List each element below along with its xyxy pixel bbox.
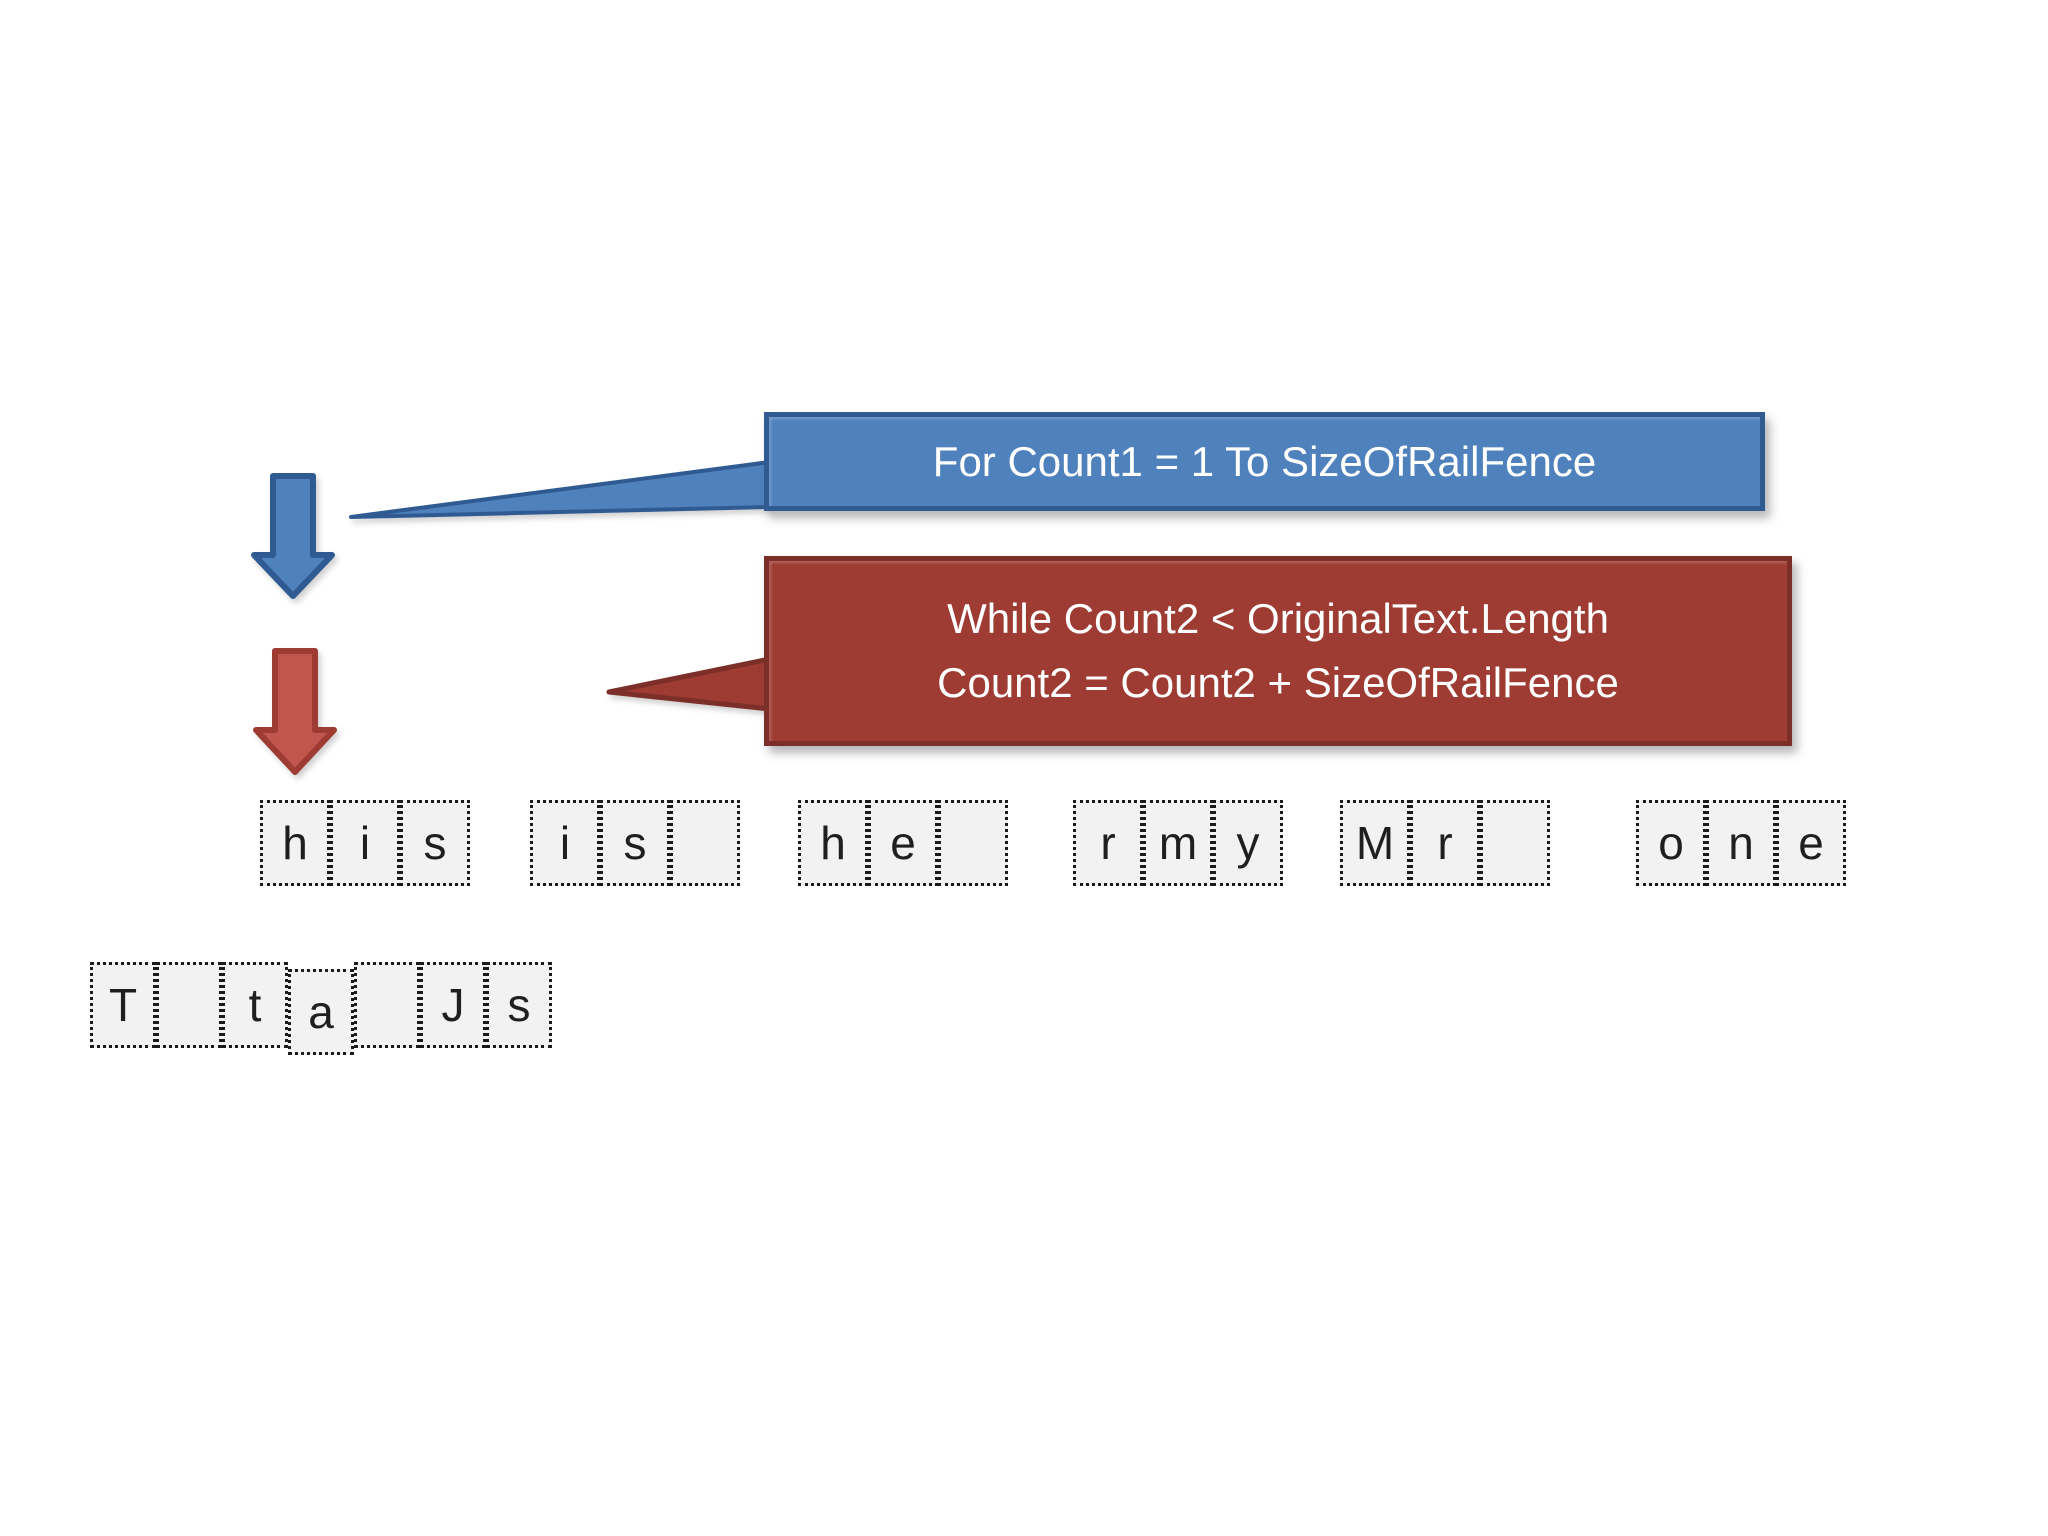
rail-cell [1480,800,1550,886]
rail-cell [938,800,1008,886]
blue-down-arrow-icon [251,473,335,599]
rail-cell: h [260,800,330,886]
rail-cell: e [1776,800,1846,886]
rail-cell: s [486,962,552,1048]
rail-cell [354,962,420,1048]
for-loop-callout: For Count1 = 1 To SizeOfRailFence [764,412,1765,511]
for-loop-callout-text: For Count1 = 1 To SizeOfRailFence [932,437,1597,485]
rail-cell: i [530,800,600,886]
rail-cell: r [1073,800,1143,886]
rail-cell [670,800,740,886]
rail-cell: e [868,800,938,886]
rail-cell: r [1410,800,1480,886]
rail-cell: o [1636,800,1706,886]
rail-cell: J [420,962,486,1048]
rail-row1-group-6: o n e [1636,800,1846,886]
rail-cell: h [798,800,868,886]
blue-callout-tail-icon [349,460,772,519]
rail-cell [156,962,222,1048]
while-loop-callout-line1: While Count2 < OriginalText.Length [947,595,1609,643]
rail-row1-group-1: h i s [260,800,470,886]
while-loop-callout-line2: Count2 = Count2 + SizeOfRailFence [937,659,1619,706]
rail-cell: s [400,800,470,886]
rail-cell: n [1706,800,1776,886]
red-down-arrow-icon [253,648,337,775]
rail-cell: T [90,962,156,1048]
rail-row1-group-2: i s [530,800,740,886]
rail-cell: m [1143,800,1213,886]
rail-row2: T t a J s [90,962,552,1055]
rail-cell: a [288,969,354,1055]
rail-row1-group-4: r m y [1073,800,1283,886]
while-loop-callout: While Count2 < OriginalText.Length Count… [764,556,1792,746]
rail-row1-group-5: M r [1340,800,1550,886]
rail-cell: i [330,800,400,886]
rail-cell: t [222,962,288,1048]
rail-cell: M [1340,800,1410,886]
rail-row1-group-3: h e [798,800,1008,886]
red-callout-tail-icon [606,656,773,712]
rail-cell: s [600,800,670,886]
rail-cell: y [1213,800,1283,886]
